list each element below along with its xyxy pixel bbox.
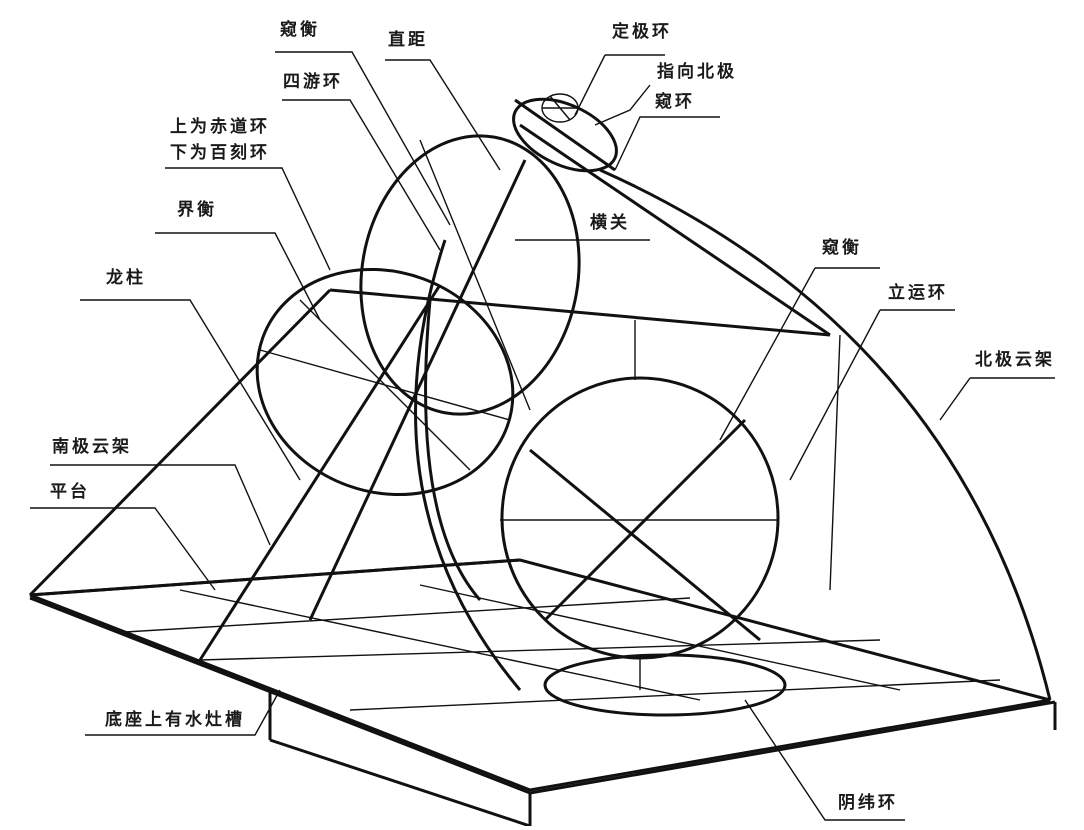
base-platform	[29, 558, 1057, 828]
label-yinyuhuan: 阴纬环	[838, 793, 898, 813]
label-zhixiangbeiji: 指向北极	[657, 62, 737, 82]
label-kuiheng-right: 窥衡	[822, 238, 862, 258]
label-dizuo: 底座上有水灶槽	[105, 710, 245, 730]
label-longzhu: 龙柱	[106, 268, 146, 288]
label-baikehuan: 下为百刻环	[170, 143, 270, 163]
leader-lines	[30, 51, 1055, 821]
label-nanjiyunjia: 南极云架	[52, 437, 132, 457]
label-chidaohuan: 上为赤道环	[170, 117, 270, 137]
label-pingtai: 平台	[50, 482, 90, 502]
label-kuihuan: 窥环	[655, 92, 695, 112]
label-jieheng: 界衡	[177, 200, 217, 220]
label-siyouhuan: 四游环	[283, 72, 343, 92]
shadow-ring	[543, 653, 787, 717]
north-pole-cloud-frame	[519, 123, 1052, 701]
four-swing-ring	[359, 134, 581, 416]
label-zhiju: 直距	[388, 30, 428, 50]
vertical-ring	[500, 376, 780, 660]
label-kuiheng-top: 窥衡	[280, 20, 320, 40]
label-beijiyunjia: 北极云架	[975, 350, 1055, 370]
label-liyunhuan: 立运环	[888, 283, 948, 303]
label-hengguan: 横关	[590, 213, 630, 233]
equatorial-ring	[255, 267, 515, 497]
label-dingjihuan: 定极环	[612, 22, 672, 42]
